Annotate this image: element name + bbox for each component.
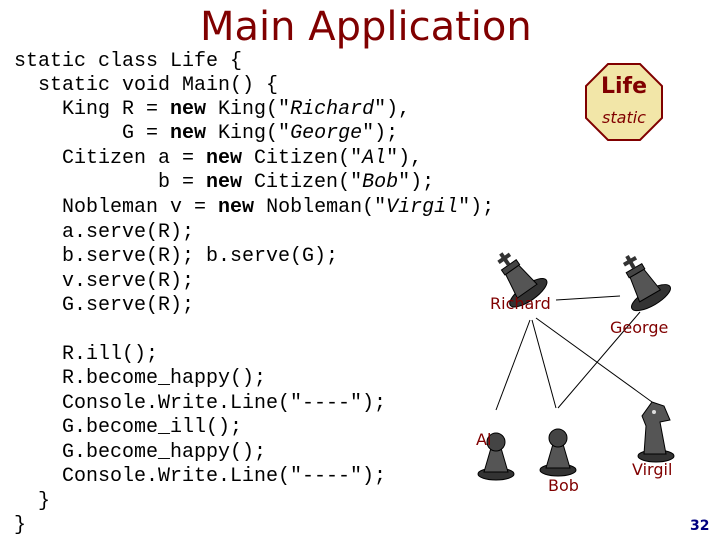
label-virgil: Virgil	[632, 460, 673, 479]
code-line: b.serve(R); b.serve(G);	[14, 245, 339, 268]
code-line: G = new King("George");	[14, 122, 399, 145]
code-line: Citizen a = new Citizen("Al"),	[14, 147, 423, 170]
code-line: King R = new King("Richard"),	[14, 98, 411, 121]
code-line: static void Main() {	[14, 74, 279, 97]
code-line: v.serve(R);	[14, 270, 195, 293]
label-george: George	[610, 318, 669, 337]
page-number: 32	[690, 518, 710, 534]
code-line: Console.Write.Line("----");	[14, 465, 387, 488]
code-line: R.become_happy();	[14, 367, 267, 390]
code-line: static class Life {	[14, 50, 243, 73]
code-line: b = new Citizen("Bob");	[14, 171, 435, 194]
code-line: G.become_happy();	[14, 441, 267, 464]
code-line: }	[14, 514, 27, 537]
label-bob: Bob	[548, 476, 579, 495]
code-line: }	[14, 490, 51, 513]
code-line: a.serve(R);	[14, 221, 195, 244]
label-al: Al	[476, 430, 492, 449]
pawn-bob-icon	[539, 428, 577, 477]
edge-george-richard	[555, 295, 621, 301]
edge-bob-richard	[531, 319, 557, 409]
king-richard-icon	[497, 252, 548, 308]
code-line: Console.Write.Line("----");	[14, 392, 387, 415]
pawn-al-icon	[477, 432, 515, 481]
king-george-icon	[622, 255, 671, 312]
life-octagon-badge	[585, 63, 663, 141]
code-line: G.become_ill();	[14, 416, 243, 439]
code-line: R.ill();	[14, 343, 159, 366]
code-line: Nobleman v = new Nobleman("Virgil");	[14, 196, 495, 219]
life-badge-title: Life	[600, 74, 648, 99]
slide-title: Main Application	[200, 4, 532, 50]
knight-virgil-icon	[637, 401, 675, 463]
code-line: G.serve(R);	[14, 294, 195, 317]
edge-virgil-richard	[535, 317, 653, 403]
label-richard: Richard	[490, 294, 551, 313]
edge-al-richard	[495, 319, 531, 411]
life-badge-subtitle: static	[602, 108, 646, 127]
edge-bob-george	[557, 311, 641, 409]
